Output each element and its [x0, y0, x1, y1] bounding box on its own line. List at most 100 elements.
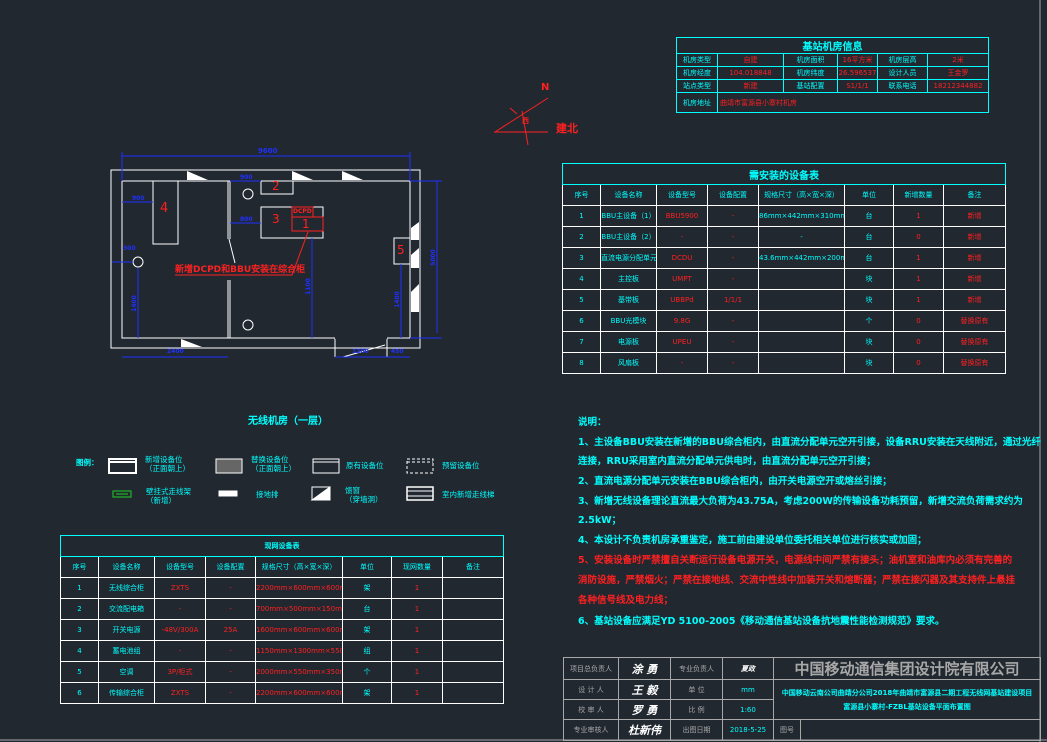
table-cell: [442, 682, 504, 704]
table-cell: -: [707, 205, 759, 227]
table-cell: 新增: [943, 205, 1006, 227]
column-header: 设备名称: [600, 184, 657, 206]
table-cell: 1150mm×1300mm×550mm: [255, 640, 343, 662]
table-cell: 2200mm×600mm×600mm: [255, 577, 343, 599]
tb-label: 校 审 人: [563, 699, 619, 720]
table-cell: 1: [391, 661, 443, 683]
table-header-row: 序号设备名称设备型号设备配置规格尺寸（高×宽×深）单位现网数量备注: [60, 556, 504, 578]
table-cell: -: [758, 226, 845, 248]
table-cell: -: [707, 247, 759, 269]
table-cell: [442, 577, 504, 599]
tb-label: 项目总负责人: [563, 657, 619, 680]
dim-mid-top: 900: [240, 174, 253, 181]
table-cell: 无线综合柜: [98, 577, 155, 599]
legend-reserved-position: 预留设备位: [442, 461, 480, 470]
table-cell: 6: [60, 682, 99, 704]
table-cell: 0: [893, 331, 944, 353]
table-cell: [758, 289, 845, 311]
table-cell: 架: [342, 619, 392, 641]
table-cell: 1: [562, 205, 601, 227]
feed-window-icons: [181, 171, 419, 347]
site-info-cell: 2米: [926, 53, 990, 67]
table-cell: UMPT: [656, 268, 708, 290]
table-cell: 2000mm×550mm×350mm: [255, 661, 343, 683]
legend-icons: [108, 458, 434, 501]
tb-label: 专业审核人: [563, 719, 619, 741]
table-cell: 台: [844, 226, 894, 248]
column-header: 设备配置: [205, 556, 256, 578]
column-header: 设备名称: [98, 556, 155, 578]
column-header: 新增数量: [893, 184, 944, 206]
table-cell: 86mm×442mm×310mm: [758, 205, 845, 227]
new-equipment-outline: [175, 206, 324, 276]
tb-label: 专业负责人: [670, 657, 723, 680]
column-header: 规格尺寸（高×宽×深）: [255, 556, 343, 578]
signature: 涂 勇: [618, 657, 671, 680]
table-cell: 5: [60, 661, 99, 683]
table-cell: 开关电源: [98, 619, 155, 641]
table-cell: 块: [844, 352, 894, 374]
table-cell: -: [656, 352, 708, 374]
table-cell: 1: [60, 577, 99, 599]
note-line: 2、直流电源分配单元安装在BBU综合柜内，由开关电源空开或熔丝引接；: [578, 476, 892, 487]
company-name: 中国移动通信集团设计院有限公司: [772, 657, 1042, 680]
tb-label: 设 计 人: [563, 679, 619, 700]
table-cell: 7: [562, 331, 601, 353]
table-cell: 新增: [943, 226, 1006, 248]
table-cell: 8: [562, 352, 601, 374]
table-cell: 个: [342, 661, 392, 683]
site-info-cell: 机房类型: [676, 53, 718, 67]
column-header: 规格尺寸（高×宽×深）: [758, 184, 845, 206]
table-cell: 交流配电箱: [98, 598, 155, 620]
compass-angle: 西: [522, 117, 529, 125]
column-header: 备注: [943, 184, 1006, 206]
column-header: 序号: [60, 556, 99, 578]
column-header: 备注: [442, 556, 504, 578]
table-cell: [758, 268, 845, 290]
table-cell: 3P/柜式: [154, 661, 206, 683]
existing-table-title: 现网设备表: [60, 535, 504, 557]
site-info-cell: 自建: [717, 53, 784, 67]
table-cell: 块: [844, 289, 894, 311]
note-line: 各种信号线及电力线；: [578, 595, 674, 606]
tb-label: 出图日期: [670, 719, 723, 741]
table-cell: 1: [391, 619, 443, 641]
note-line: 3、新增无线设备理论直流最大负荷为43.75A，考虑200W的传输设备功耗预留，…: [578, 496, 1023, 507]
site-info-cell: 联系电话: [877, 79, 928, 93]
site-info-cell: 机房经度: [676, 66, 718, 80]
drawing-no-label: 图号: [773, 719, 801, 741]
legend-label: 图例：: [76, 458, 99, 467]
equipment-2: [260, 180, 294, 195]
tb-value: 1:60: [722, 699, 774, 720]
table-cell: -: [205, 682, 256, 704]
install-equipment-table: 需安装的设备表 序号设备名称设备型号设备配置规格尺寸（高×宽×深）单位新增数量备…: [562, 163, 1006, 374]
table-cell: 风扇板: [600, 352, 657, 374]
table-cell: -: [707, 310, 759, 332]
table-cell: [758, 310, 845, 332]
table-cell: 空调: [98, 661, 155, 683]
table-cell: 台: [342, 598, 392, 620]
table-cell: 架: [342, 682, 392, 704]
table-cell: 1: [391, 598, 443, 620]
table-cell: 新增: [943, 268, 1006, 290]
table-cell: [442, 598, 504, 620]
install-table-title: 需安装的设备表: [562, 163, 1006, 185]
tb-value: 2018-5-25: [722, 719, 774, 741]
dim-left-v: 1400: [130, 295, 138, 312]
equipment-label-5: 5: [397, 243, 405, 257]
table-cell: ZXTS: [154, 682, 206, 704]
table-cell: 替换原有: [943, 352, 1006, 374]
compass-text: 建北: [556, 122, 578, 135]
table-cell: 1: [391, 682, 443, 704]
table-cell: -: [205, 577, 256, 599]
legend-cable-ladder: 室内新增走线梯: [442, 490, 495, 499]
legend-ground-bar: 接地排: [256, 490, 279, 499]
legend-feed-window: 馈窗（穿墙洞）: [345, 486, 383, 504]
